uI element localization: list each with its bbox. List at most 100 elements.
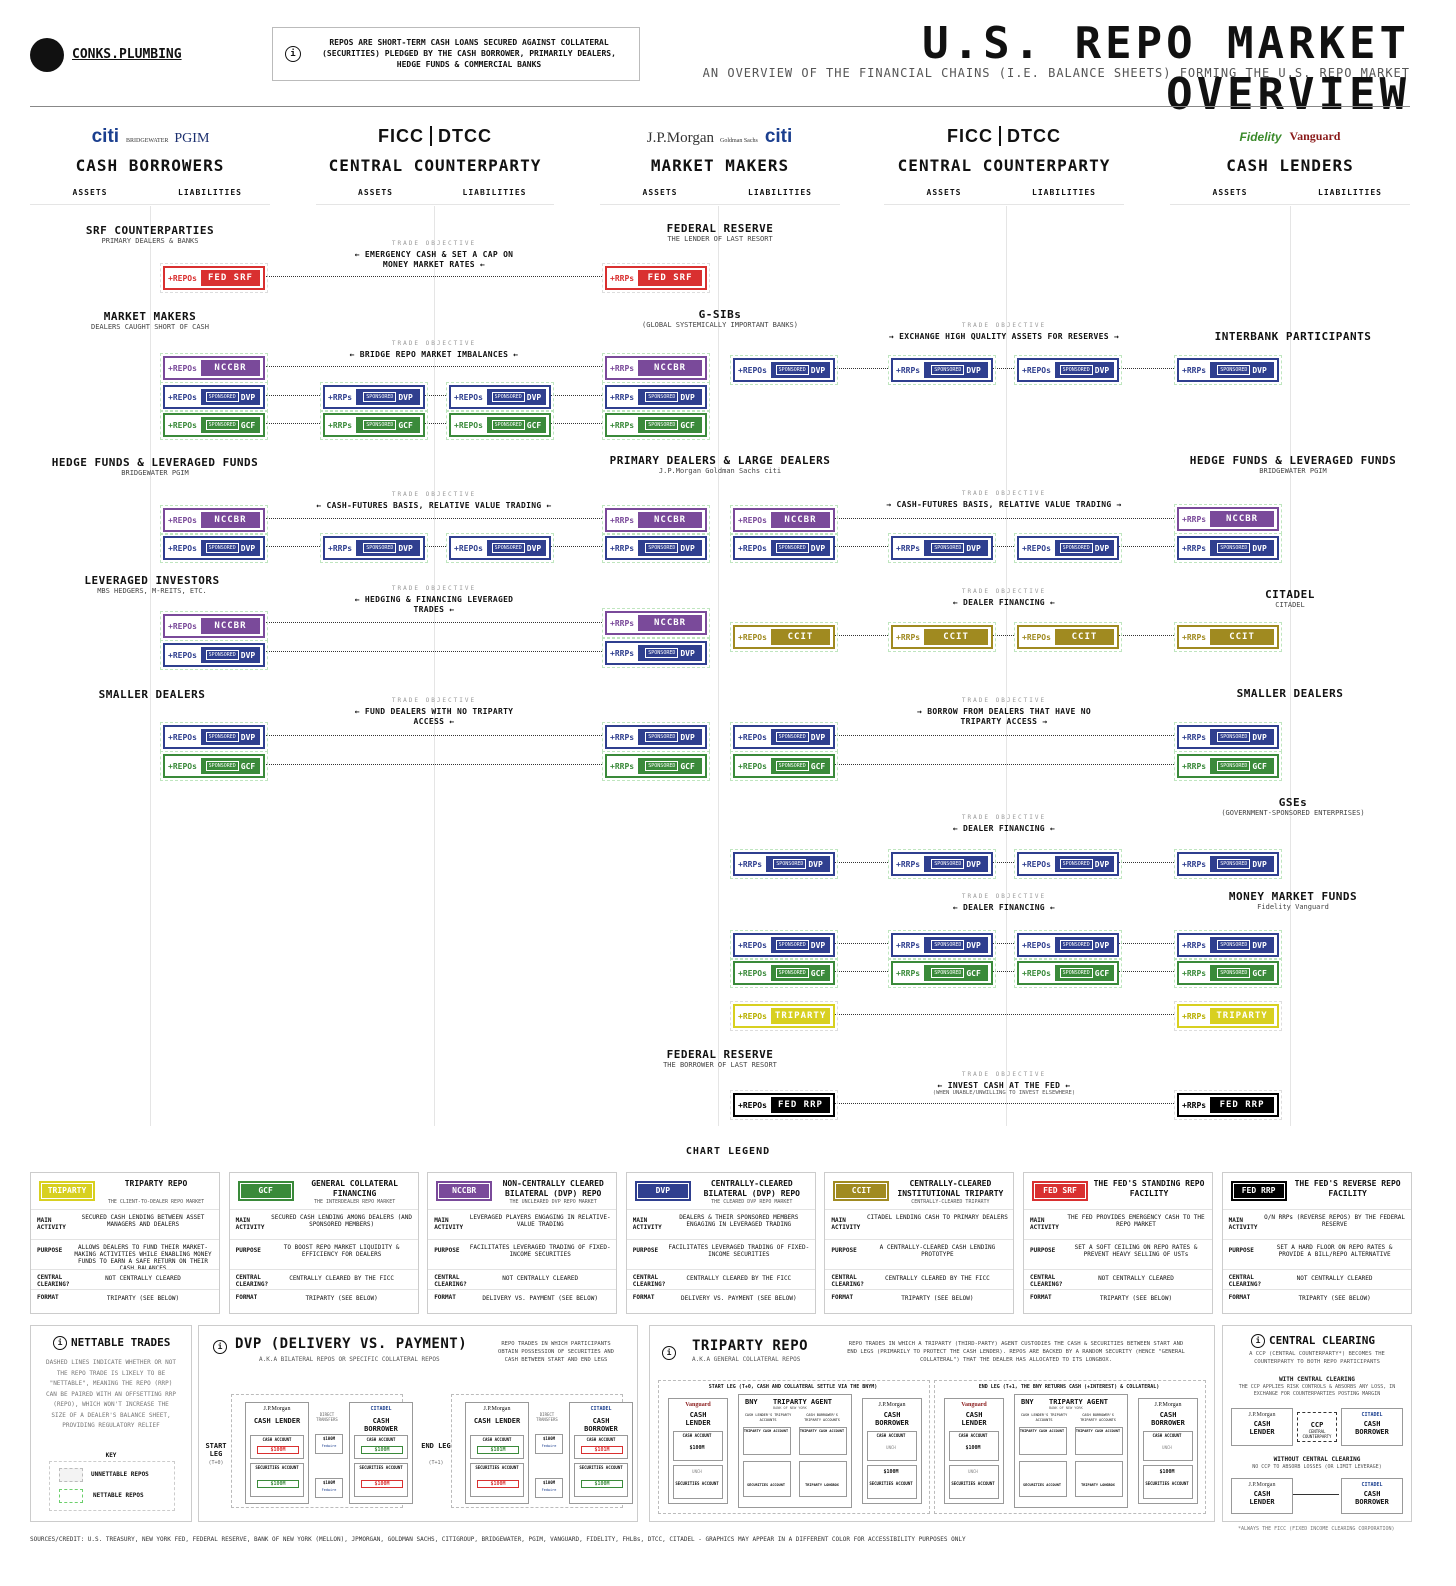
gcf-label: GCF	[526, 420, 542, 430]
amount: $100M	[477, 1480, 519, 1488]
dvp-label: DVP	[526, 543, 542, 553]
group-mmf: MONEY MARKET FUNDS	[1228, 890, 1358, 903]
brand-logo[interactable]	[30, 38, 64, 72]
legend-format: TRIPARTY (SEE BELOW)	[1099, 1295, 1173, 1302]
rrps-label: +RRPs	[1182, 761, 1207, 771]
legend-sub: CENTRALLY-CLEARED TRIPARTY	[911, 1199, 990, 1205]
sponsored-badge: SPONSORED	[645, 761, 679, 771]
rrps-label: +RRPs	[610, 761, 635, 771]
trade-objective-o3: ← CASH-FUTURES BASIS, RELATIVE VALUE TRA…	[316, 501, 552, 510]
borrower-securities-account: SECURITIES ACCOUNT$100M	[354, 1463, 408, 1497]
repos-label: +REPOs	[738, 515, 767, 525]
cc-with-sub: THE CCP APPLIES RISK CONTROLS & ABSORBS …	[1238, 1384, 1396, 1397]
repo-link-line	[992, 971, 1014, 972]
lender-tri-accounts: CASH LENDER'S TRIPARTY ACCOUNTS	[1020, 1413, 1068, 1422]
brand-link[interactable]: CONKS.PLUMBING	[72, 47, 182, 62]
sponsored-badge: SPONSORED	[931, 543, 965, 553]
legend-row-rule	[428, 1269, 617, 1270]
dvp-label: DVP	[1094, 859, 1110, 869]
legend-row-label: PURPOSE	[831, 1247, 857, 1254]
repo-link-line	[834, 943, 888, 944]
tsec: SECURITIES ACCOUNT	[1023, 1483, 1061, 1487]
borrower-label: CASH BORROWER	[1151, 1411, 1185, 1427]
legend-purpose: FACILITATES LEVERAGED TRADING OF FIXED-I…	[469, 1244, 611, 1258]
trade-objective-o8: ← DEALER FINANCING ←	[952, 598, 1056, 607]
cash: CASH ACCOUNT	[682, 1433, 712, 1438]
amount: $100M	[257, 1480, 299, 1488]
rrps-label: +RRPs	[1182, 732, 1207, 742]
legend-purpose: SET A SOFT CEILING ON REPO RATES & PREVE…	[1074, 1244, 1198, 1258]
dvp-label: DVP	[240, 650, 256, 660]
legend-row-label: CENTRAL CLEARING?	[831, 1274, 864, 1288]
rrps-label: +RRPs	[896, 968, 921, 978]
trade-objective-o10: ← DEALER FINANCING ←	[952, 824, 1056, 833]
legend-row-rule	[428, 1209, 617, 1210]
fedsrf-tag: FED SRF	[638, 270, 702, 286]
legend-title: TRIPARTY REPO	[124, 1179, 188, 1188]
liabilities-label-1: LIABILITIES	[462, 188, 527, 197]
